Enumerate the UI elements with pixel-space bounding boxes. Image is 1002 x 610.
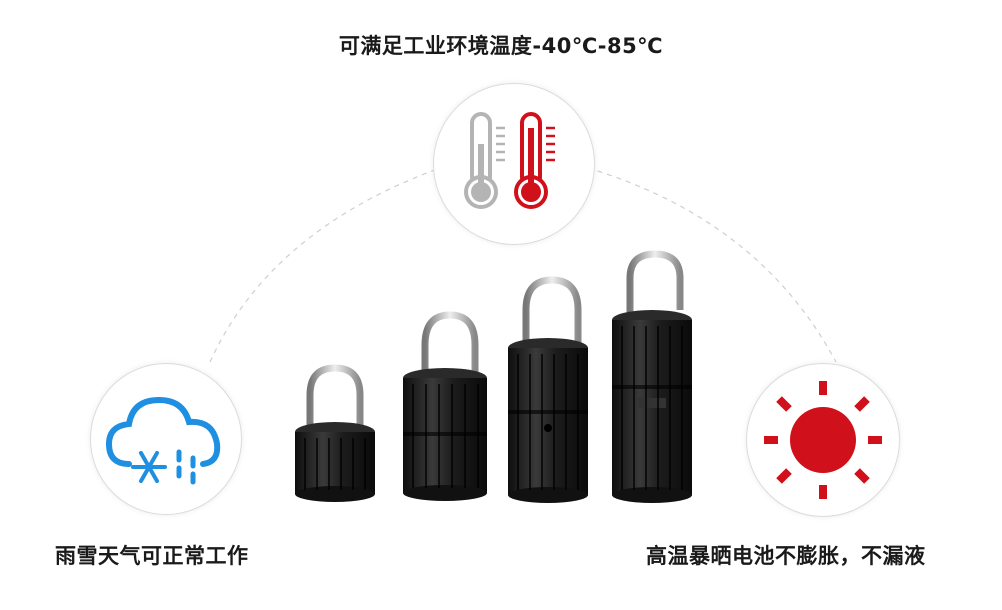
temperature-caption: 可满足工业环境温度-40℃-85℃ [338, 34, 664, 58]
weather-caption: 雨雪天气可正常工作 [55, 544, 249, 568]
device-large [508, 276, 588, 503]
sun-icon [764, 381, 882, 499]
device-xlarge [612, 250, 692, 503]
weather-badge [90, 363, 242, 515]
temperature-badge [433, 83, 595, 245]
device-small [295, 364, 375, 502]
heat-badge [746, 363, 900, 517]
product-image [295, 250, 692, 503]
heat-caption: 高温暴晒电池不膨胀，不漏液 [646, 544, 926, 568]
device-medium [403, 311, 487, 501]
snow-cloud-icon [105, 396, 221, 485]
thermometer-icon [464, 112, 555, 209]
